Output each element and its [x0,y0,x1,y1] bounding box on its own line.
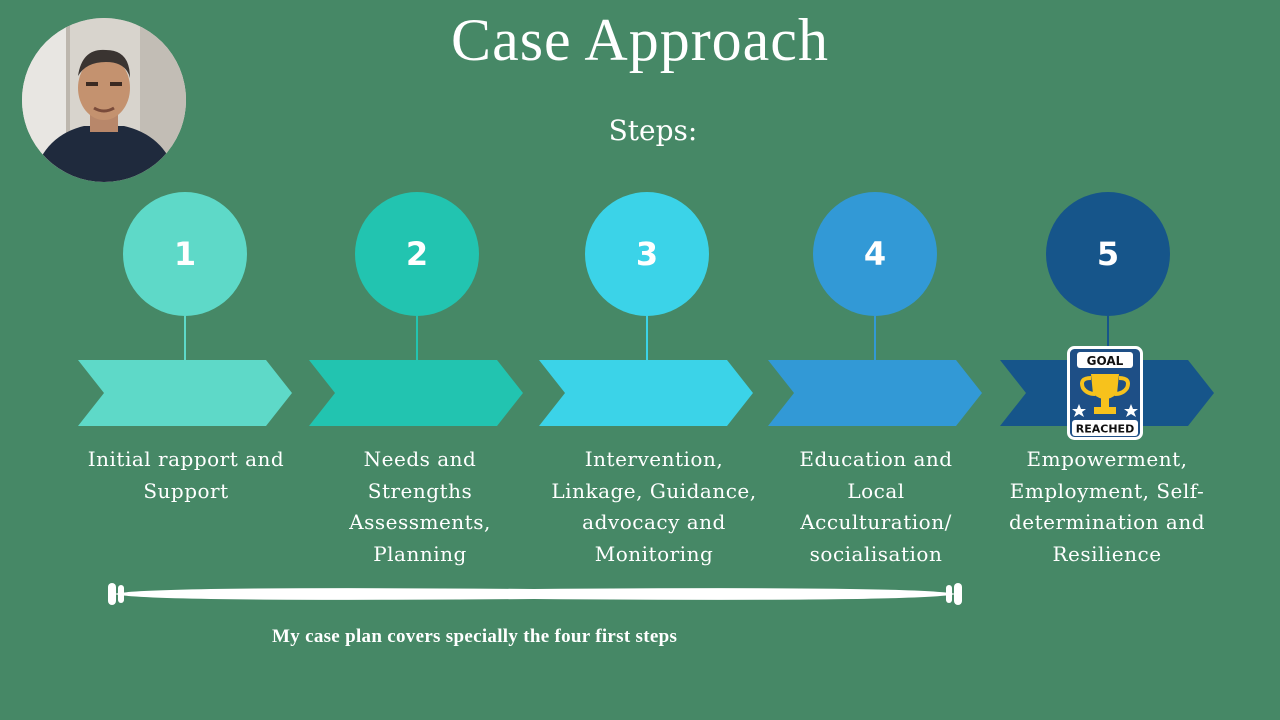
step-4-label: Education and Local Acculturation/ socia… [799,447,953,566]
goal-reached-badge: GOAL REACHED [1067,346,1143,440]
step-3-connector [646,316,648,360]
step-3-circle: 3 [585,192,709,316]
step-3-label: Intervention, Linkage, Guidance, advocac… [551,447,757,566]
step-4-connector [874,316,876,360]
steps-range-bar [108,583,962,605]
step-1-connector [184,316,186,360]
step-3-chevron [539,360,753,426]
footnote: My case plan covers specially the four f… [272,626,678,647]
star-icon [1072,404,1138,417]
step-2-chevron [309,360,523,426]
step-2-label: Needs and Strengths Assessments, Plannin… [349,447,491,566]
step-1-circle: 1 [123,192,247,316]
slide-title: Case Approach [451,7,829,73]
badge-top-text: GOAL [1087,354,1124,368]
step-2-number: 2 [405,235,429,273]
step-4-circle: 4 [813,192,937,316]
step-2-circle: 2 [355,192,479,316]
step-5-circle: 5 [1046,192,1170,316]
badge-bottom-text: REACHED [1076,423,1134,436]
step-4-number: 4 [863,235,887,273]
step-1-chevron [78,360,292,426]
step-4-chevron [768,360,982,426]
step-1-label: Initial rapport and Support [87,447,285,503]
step-2-connector [416,316,418,360]
step-1-number: 1 [173,235,197,273]
step-5-connector [1107,316,1109,360]
trophy-icon [1080,374,1130,414]
slide-subtitle: Steps: [608,114,698,147]
step-3-number: 3 [635,235,659,273]
step-5-number: 5 [1096,235,1120,273]
step-5-label: Empowerment, Employment, Self- determina… [1008,447,1206,566]
